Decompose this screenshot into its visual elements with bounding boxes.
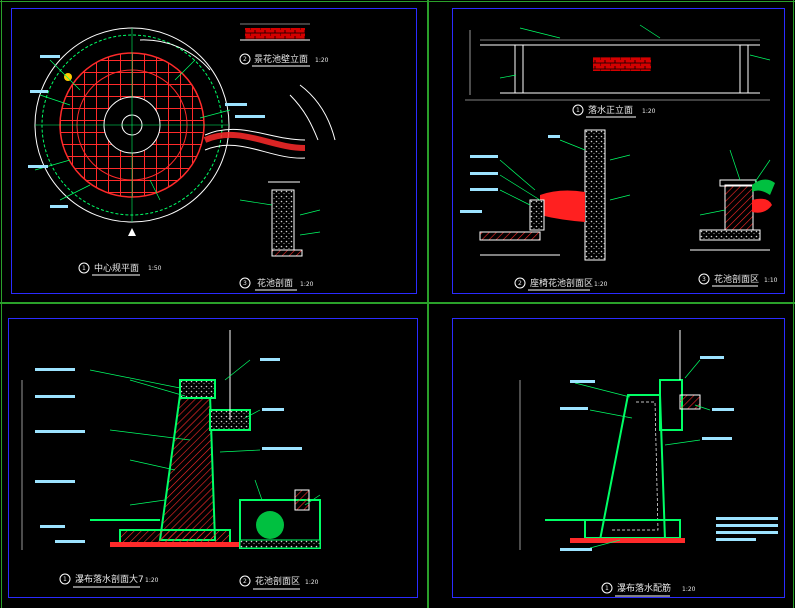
sheet-top-right	[452, 8, 785, 294]
p3-main-scale: 1:20	[145, 577, 159, 584]
p2-seca-title: 座椅花池剖面区	[530, 277, 593, 289]
p2-seca-number: 2	[518, 280, 522, 287]
p2-secb-number: 3	[702, 276, 706, 283]
p3-main-title: 瀑布落水剖面大7	[75, 573, 144, 585]
p3-small-number: 2	[243, 578, 247, 585]
sheet-bottom-left	[8, 318, 418, 598]
frame-line-middle-horizontal	[0, 302, 795, 304]
elev-title: 景花池壁立面	[254, 53, 308, 65]
p2-elev-title: 落水正立面	[588, 104, 633, 116]
p4-main-title: 瀑布落水配筋	[617, 582, 671, 594]
p2-secb-scale: 1:10	[764, 277, 778, 284]
frame-line-left	[1, 0, 2, 608]
panel-1-elevation: 2 景花池壁立面 1:20	[239, 23, 329, 67]
panel-3-small-section: 2 花池剖面区 1:20	[239, 479, 321, 590]
panel-1-plan	[28, 27, 336, 236]
panel-3-main-section: 1 瀑布落水剖面大7 1:20	[21, 330, 302, 588]
panel-4-main-section: 1 瀑布落水配筋 1:20	[519, 330, 778, 597]
elev-scale: 1:20	[315, 57, 329, 64]
p4-main-number: 1	[605, 585, 609, 592]
plan-title-scale: 1:50	[148, 265, 162, 272]
frame-line-middle-vertical	[427, 0, 429, 608]
p2-elev-scale: 1:20	[642, 108, 656, 115]
section-number: 3	[243, 280, 247, 287]
section-title: 花池剖面	[257, 277, 293, 289]
p2-secb-title: 花池剖面区	[714, 273, 759, 285]
panel-1-plan-title: 1 中心规平面 1:50	[78, 262, 162, 276]
panel-2-section-b: 3 花池剖面区 1:10	[690, 149, 778, 287]
p4-main-scale: 1:20	[682, 586, 696, 593]
panel-1-section: 3 花池剖面 1:20	[239, 181, 321, 291]
plan-title-number: 1	[82, 265, 86, 272]
elev-number: 2	[243, 56, 247, 63]
sheet-top-left	[11, 8, 417, 294]
section-scale: 1:20	[300, 281, 314, 288]
sheet-bottom-right	[452, 318, 785, 598]
p2-elev-number: 1	[576, 107, 580, 114]
p3-main-number: 1	[63, 576, 67, 583]
p3-small-scale: 1:20	[305, 579, 319, 586]
panel-2-elevation: 1 落水正立面 1:20	[465, 24, 771, 118]
p2-seca-scale: 1:20	[594, 281, 608, 288]
panel-2-section-a: 2 座椅花池剖面区 1:20	[460, 129, 631, 291]
plan-title-text: 中心规平面	[94, 262, 139, 274]
p3-small-title: 花池剖面区	[255, 575, 300, 587]
frame-line-right	[793, 0, 794, 608]
frame-line-top	[0, 1, 795, 2]
